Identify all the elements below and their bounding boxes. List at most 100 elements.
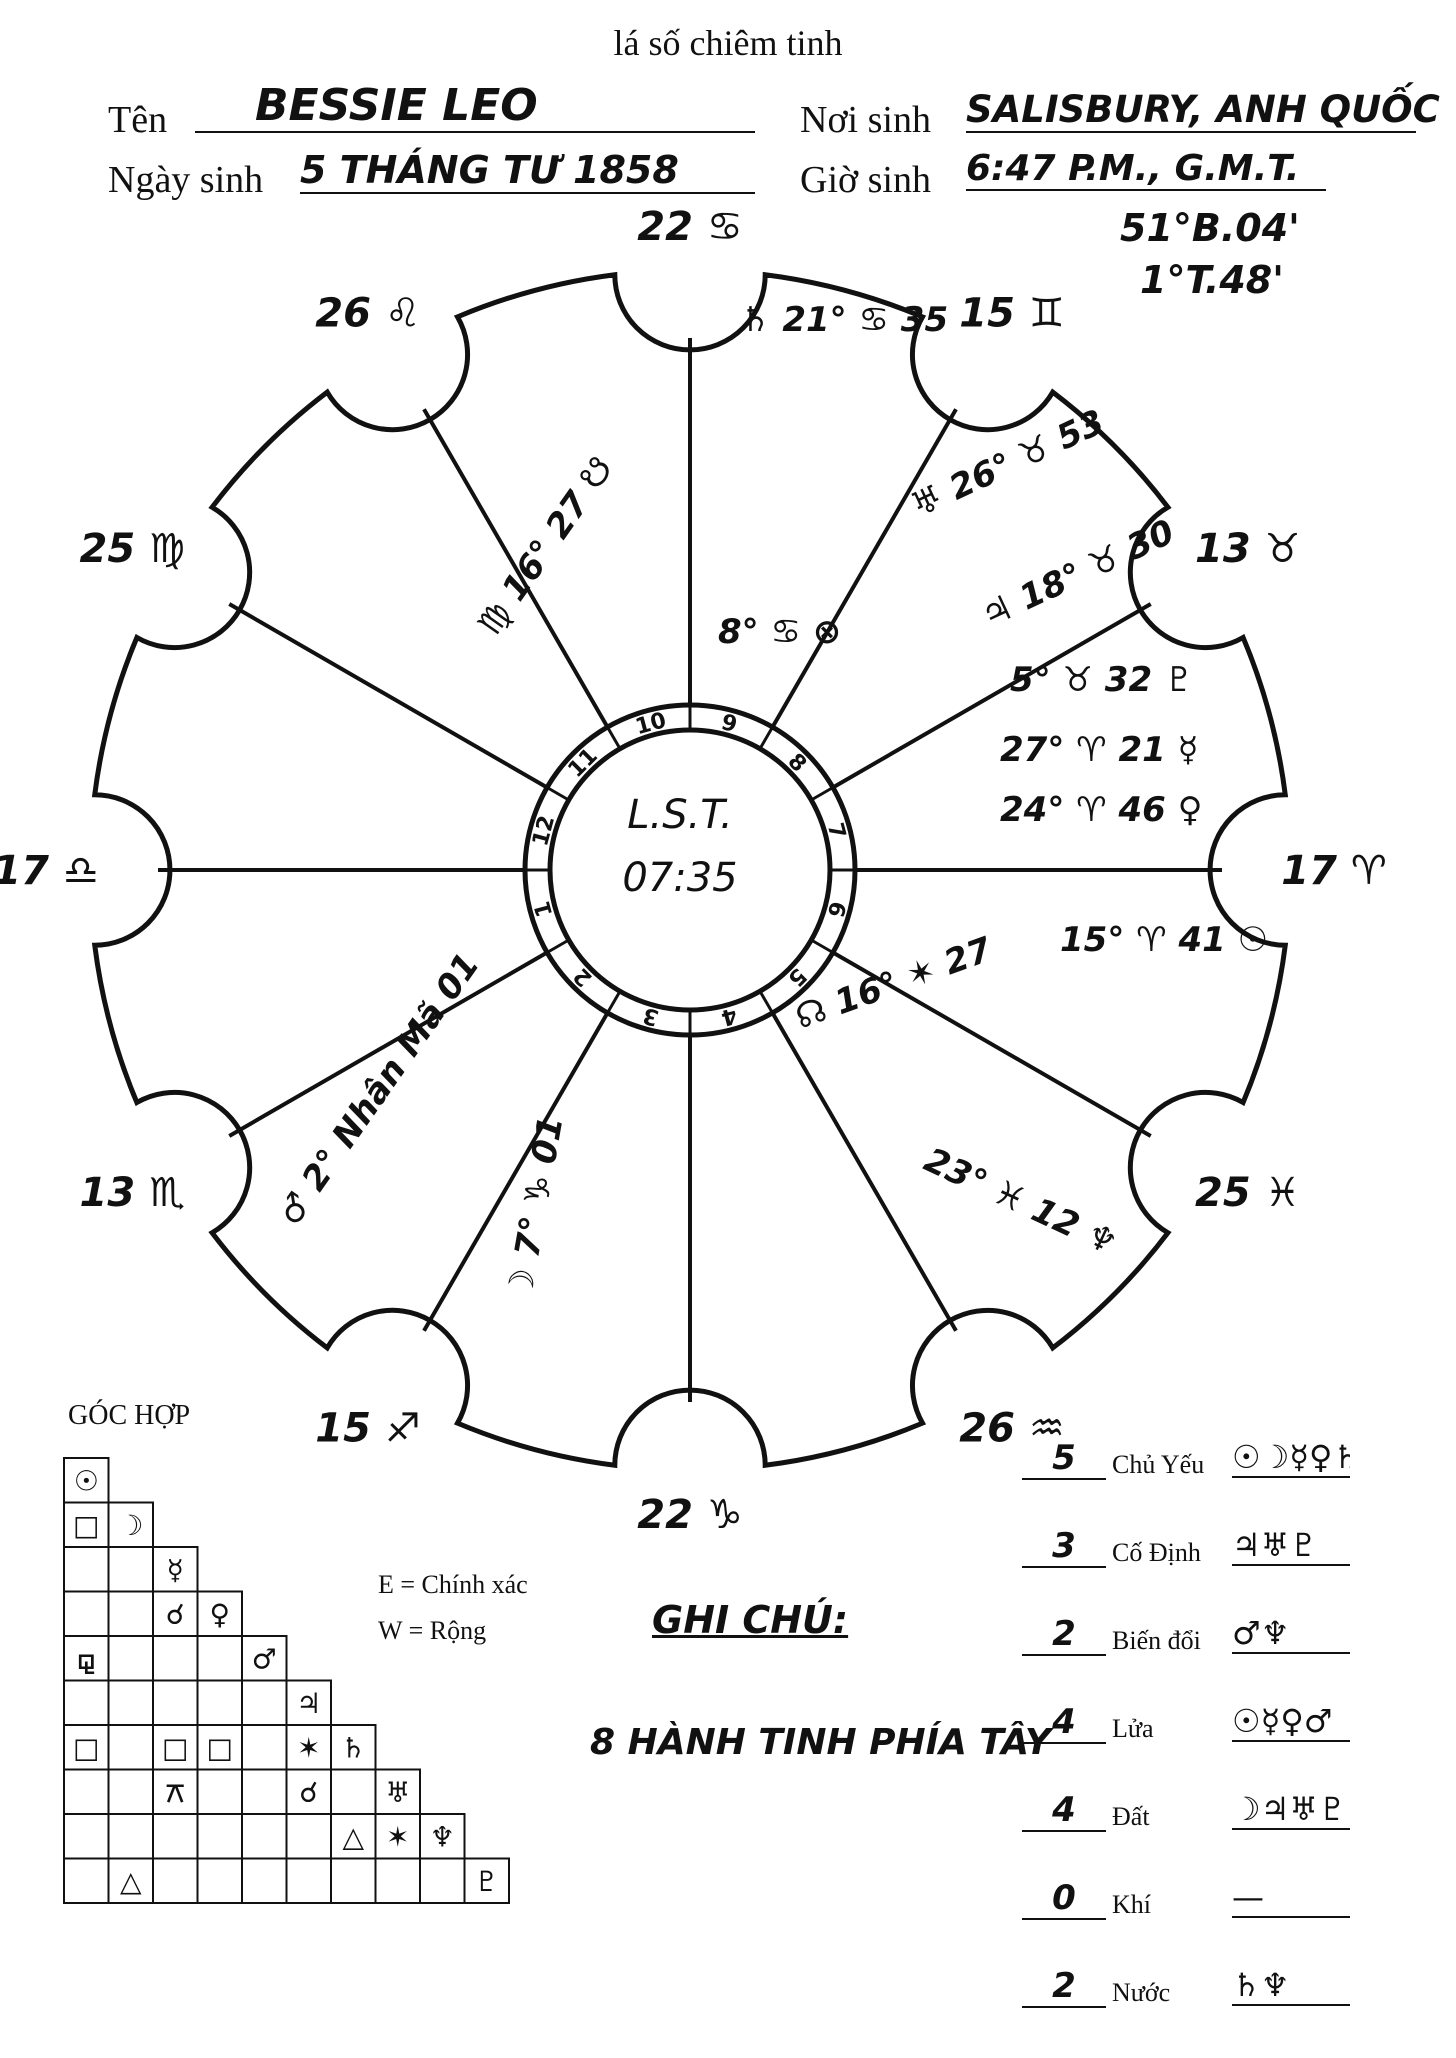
aspect-cell bbox=[63, 1679, 110, 1726]
notes-text: 8 hành tinh phía Tây bbox=[590, 1722, 1051, 1763]
cusp-label-6: 25 ♓ bbox=[1195, 1170, 1300, 1216]
aspect-symbol: ☌ bbox=[299, 1776, 318, 1809]
balance-count: 0 bbox=[1022, 1878, 1106, 1920]
aspects-title: GÓC HỢP bbox=[68, 1400, 191, 1431]
aspect-planet-2: ☿ bbox=[167, 1553, 184, 1586]
balance-label: Đất bbox=[1112, 1802, 1150, 1831]
aspect-symbol: ✶ bbox=[297, 1731, 320, 1764]
house-cusp-line bbox=[228, 602, 549, 790]
cusp-label-2: 13 ♏ bbox=[80, 1170, 185, 1216]
cusp-label-12: 25 ♍ bbox=[80, 526, 185, 572]
house-number-4: 4 bbox=[718, 1002, 739, 1030]
cusp-label-1: 17 ♎ bbox=[0, 848, 99, 894]
aspect-cell bbox=[107, 1724, 154, 1771]
balance-planet-glyphs: ♂♆ bbox=[1232, 1614, 1350, 1654]
chart-title: lá số chiêm tinh bbox=[613, 23, 843, 63]
aspect-cell bbox=[63, 1857, 110, 1904]
house-number-7: 7 bbox=[822, 820, 850, 841]
house-number-6: 6 bbox=[822, 898, 850, 919]
aspect-symbol: ⚻ bbox=[166, 1776, 185, 1809]
birthplace-value: Salisbury, Anh Quốc bbox=[966, 88, 1440, 133]
cusp-label-8: 13 ♉ bbox=[1195, 526, 1300, 572]
aspect-cell bbox=[152, 1679, 199, 1726]
planet-placement: 27° ♈ 21 ☿ bbox=[1000, 730, 1199, 770]
house-ring-divider bbox=[546, 938, 570, 954]
balance-count: 2 bbox=[1022, 1614, 1106, 1656]
aspect-symbol: △ bbox=[120, 1865, 142, 1898]
aspect-planet-8: ♆ bbox=[430, 1820, 455, 1853]
aspect-cell bbox=[330, 1768, 377, 1815]
balance-label: Cố Định bbox=[1112, 1538, 1201, 1567]
aspect-cell bbox=[107, 1635, 154, 1682]
planet-placement: ♄ 21° ♋ 35 bbox=[740, 300, 949, 340]
aspect-cell bbox=[107, 1768, 154, 1815]
aspect-symbol: ✶ bbox=[386, 1820, 409, 1853]
birthdate-label: Ngày sinh bbox=[108, 159, 264, 201]
aspect-symbol: □ bbox=[73, 1509, 99, 1542]
aspect-symbol: ☌ bbox=[166, 1598, 185, 1631]
aspect-planet-7: ♅ bbox=[385, 1776, 410, 1809]
balance-planet-glyphs: ♄♆ bbox=[1232, 1966, 1350, 2006]
aspect-cell bbox=[107, 1679, 154, 1726]
balance-planet-glyphs: ☉☿♀♂ bbox=[1232, 1702, 1350, 1742]
aspect-cell bbox=[107, 1813, 154, 1860]
balance-planet-glyphs: ♃♅♇ bbox=[1232, 1526, 1350, 1566]
house-ring-divider bbox=[810, 786, 834, 802]
name-value: Bessie Leo bbox=[195, 80, 755, 133]
aspect-cell bbox=[107, 1590, 154, 1637]
house-cusp-line bbox=[228, 950, 549, 1138]
house-number-9: 9 bbox=[718, 710, 739, 738]
notes-heading: Ghi chú: bbox=[652, 1598, 849, 1642]
aspect-cell bbox=[241, 1724, 288, 1771]
house-number-3: 3 bbox=[640, 1002, 661, 1030]
aspect-cell bbox=[285, 1813, 332, 1860]
aspect-cell bbox=[196, 1768, 243, 1815]
aspect-symbol: □ bbox=[207, 1731, 233, 1764]
planet-placement: 24° ♈ 46 ♀ bbox=[1000, 790, 1203, 830]
house-cusp-line bbox=[422, 1011, 610, 1332]
balance-label: Chủ Yếu bbox=[1112, 1450, 1205, 1479]
house-ring-divider bbox=[758, 726, 774, 750]
aspect-planet-0: ☉ bbox=[74, 1464, 99, 1497]
balance-label: Nước bbox=[1112, 1978, 1171, 2007]
house-ring-divider bbox=[606, 726, 622, 750]
aspect-cell bbox=[241, 1857, 288, 1904]
aspect-planet-6: ♄ bbox=[341, 1731, 366, 1764]
house-number-1: 1 bbox=[530, 898, 558, 919]
aspect-cell bbox=[196, 1635, 243, 1682]
aspect-cell bbox=[374, 1857, 421, 1904]
aspect-cell bbox=[152, 1813, 199, 1860]
house-ring-divider bbox=[810, 938, 834, 954]
aspect-cell bbox=[419, 1857, 466, 1904]
aspect-cell bbox=[152, 1635, 199, 1682]
aspect-symbol: □ bbox=[162, 1731, 188, 1764]
aspect-cell bbox=[63, 1813, 110, 1860]
aspect-planet-4: ♂ bbox=[252, 1642, 277, 1675]
aspect-cell bbox=[196, 1857, 243, 1904]
house-ring-divider bbox=[606, 990, 622, 1014]
balance-count: 4 bbox=[1022, 1702, 1106, 1744]
house-cusp-line bbox=[770, 1011, 958, 1332]
aspect-cell bbox=[196, 1813, 243, 1860]
balance-planet-glyphs: ☽♃♅♇ bbox=[1232, 1790, 1350, 1830]
cusp-label-4: 22 ♑ bbox=[637, 1492, 742, 1538]
house-cusp-line bbox=[831, 602, 1152, 790]
wheel-center-lst-value: 07:35 bbox=[622, 855, 738, 901]
house-ring-divider bbox=[758, 990, 774, 1014]
aspect-cell bbox=[63, 1768, 110, 1815]
balance-label: Lửa bbox=[1112, 1714, 1154, 1743]
planet-placement: 5° ♉ 32 ♇ bbox=[1010, 660, 1195, 700]
aspects-legend-wide: W = Rộng bbox=[378, 1616, 487, 1645]
birthtime-value: 6:47 P.M., G.M.T. bbox=[966, 148, 1326, 191]
balance-count: 4 bbox=[1022, 1790, 1106, 1832]
planet-placement: 8° ♋ ⊗ bbox=[718, 612, 842, 652]
house-ring-divider bbox=[546, 786, 570, 802]
outer-scalloped-ring bbox=[91, 271, 1289, 1469]
aspect-planet-3: ♀ bbox=[209, 1598, 230, 1631]
balance-label: Khí bbox=[1112, 1890, 1151, 1919]
aspect-cell bbox=[241, 1768, 288, 1815]
aspect-symbol: △ bbox=[342, 1820, 364, 1853]
latitude-value: 51°B.04' bbox=[1120, 206, 1300, 250]
aspect-cell bbox=[285, 1857, 332, 1904]
